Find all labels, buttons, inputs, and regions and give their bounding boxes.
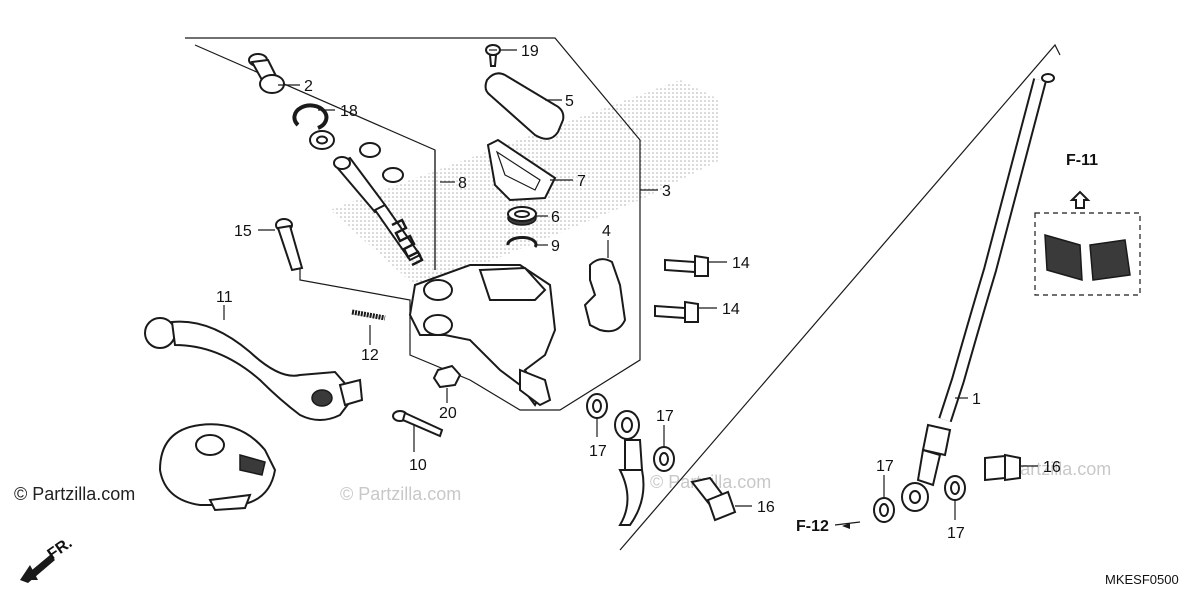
f11-reference	[1034, 190, 1141, 296]
diagram-code: MKESF0500	[1105, 572, 1179, 587]
callout-18: 18	[340, 103, 358, 120]
part-6-bellows	[507, 206, 537, 226]
callout-3: 3	[662, 183, 671, 200]
callout-16-a: 16	[757, 499, 775, 516]
hose-outline	[619, 43, 1061, 551]
plate-inner	[495, 150, 541, 191]
callout-6: 6	[551, 209, 560, 226]
part-5-holder	[583, 258, 627, 333]
callout-15: 15	[234, 223, 252, 240]
callout-2: 2	[304, 78, 313, 95]
master-cylinder-body	[408, 264, 557, 407]
callout-17-c: 17	[876, 458, 894, 475]
part-1-hose	[901, 73, 1055, 512]
callout-8: 9	[551, 238, 560, 255]
part-18-circlip	[292, 103, 329, 130]
part-19-screw	[485, 44, 501, 67]
part-4-cap	[484, 72, 565, 140]
part-17-washer-c	[873, 497, 895, 523]
part-14-bolt-bottom	[654, 300, 699, 323]
part-20-nut	[432, 364, 462, 389]
watermark-text: © Partzilla.com	[340, 484, 461, 504]
front-direction-arrow	[20, 555, 55, 583]
callout-17-a: 17	[589, 443, 607, 460]
part-14-bolt-top	[664, 254, 709, 277]
ref-f12-arrowhead	[842, 523, 850, 529]
callout-14-bottom: 14	[722, 301, 740, 318]
part-7-plate	[486, 138, 557, 202]
callout-17-d: 17	[947, 525, 965, 542]
part-12-spring	[351, 309, 386, 321]
leader-lines	[223, 49, 1038, 526]
hose-fitting-left	[614, 410, 645, 526]
ref-f11: F-11	[1066, 152, 1098, 169]
callout-9: 10	[409, 457, 427, 474]
part-15-bolt	[275, 218, 304, 272]
part-17-washer-d	[944, 475, 966, 501]
callout-14-top: 14	[732, 255, 750, 272]
part-2-boot	[248, 53, 285, 94]
callout-4: 5	[565, 93, 574, 110]
callout-20: 20	[439, 405, 457, 422]
part-9-pivot-bolt	[392, 410, 444, 438]
part-11-lever	[144, 317, 364, 421]
part-17-washer-a	[586, 393, 608, 419]
callout-17-b: 17	[656, 408, 674, 425]
assembly-outline-3	[185, 37, 641, 411]
part-17-washer-b	[653, 446, 675, 472]
callouts: 2 18 19 5 8 7 3 6 9 15 4 14 14 11 12 20 …	[216, 43, 1061, 542]
part-13-cover	[158, 423, 277, 512]
callout-12: 12	[361, 347, 379, 364]
part-16-bolt-a	[690, 476, 737, 522]
spring	[391, 218, 424, 267]
callout-1: 1	[972, 391, 981, 408]
callout-19: 19	[521, 43, 539, 60]
callout-11: 11	[216, 289, 233, 306]
watermark-left: © Partzilla.com	[14, 484, 135, 504]
callout-7: 7	[577, 173, 586, 190]
part-16-bolt-b	[984, 453, 1021, 482]
washer-hole	[316, 135, 328, 145]
callout-10: 8	[458, 175, 467, 192]
ref-f12: F-12	[796, 518, 829, 535]
callout-5: 4	[602, 223, 611, 240]
part-8-ring	[506, 235, 538, 248]
callout-16-b: 16	[1043, 459, 1061, 476]
